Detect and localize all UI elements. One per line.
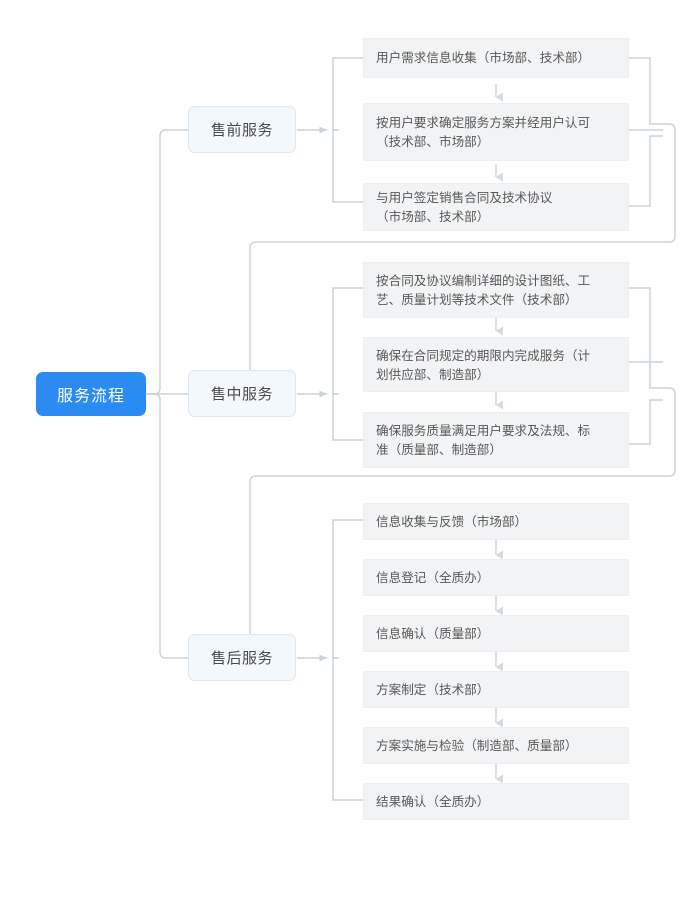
- right-bracket-pre-bottom: [629, 135, 663, 207]
- step-box-after-4[interactable]: 方案制定（技术部）: [363, 671, 629, 708]
- step-box-after-5[interactable]: 方案实施与检验（制造部、质量部）: [363, 727, 629, 764]
- category-label: 售后服务: [210, 649, 273, 667]
- category-label: 售前服务: [210, 121, 273, 139]
- step-box-in-2[interactable]: 确保在合同规定的期限内完成服务（计 划供应部、制造部）: [363, 337, 629, 392]
- bracket-after-1: [332, 519, 363, 659]
- step-box-pre-2[interactable]: 按用户要求确定服务方案并经用户认可 （技术部、市场部）: [363, 103, 629, 161]
- step-box-pre-3[interactable]: 与用户签定销售合同及技术协议 （市场部、技术部）: [363, 183, 629, 231]
- loop-in-to-after: [249, 387, 676, 652]
- step-label: 信息登记（全质办）: [376, 569, 490, 585]
- step-box-after-3[interactable]: 信息确认（质量部）: [363, 615, 629, 652]
- step-box-in-3[interactable]: 确保服务质量满足用户要求及法规、标 准（质量部、制造部）: [363, 412, 629, 468]
- bracket-in-1: [332, 287, 363, 395]
- step-box-after-6[interactable]: 结果确认（全质办）: [363, 783, 629, 820]
- step-box-in-1[interactable]: 按合同及协议编制详细的设计图纸、工 艺、质量计划等技术文件（技术部）: [363, 262, 629, 318]
- step-label: 确保服务质量满足用户要求及法规、标 准（质量部、制造部）: [376, 423, 591, 457]
- bracket-pre-3: [332, 130, 363, 203]
- bracket-pre-1: [332, 57, 363, 131]
- root-node-label: 服务流程: [56, 386, 125, 405]
- step-label: 信息收集与反馈（市场部）: [376, 513, 528, 529]
- step-label: 确保在合同规定的期限内完成服务（计 划供应部、制造部）: [376, 347, 591, 382]
- right-bracket-pre-top: [629, 57, 663, 125]
- bracket-in-3: [332, 394, 363, 441]
- step-label: 按合同及协议编制详细的设计图纸、工 艺、质量计划等技术文件（技术部）: [376, 273, 591, 307]
- step-label: 结果确认（全质办）: [376, 793, 490, 809]
- category-node-pre-sales[interactable]: 售前服务: [188, 106, 296, 153]
- loop-pre-to-in: [249, 123, 676, 388]
- category-node-in-sales[interactable]: 售中服务: [188, 370, 296, 417]
- step-label: 信息确认（质量部）: [376, 625, 490, 641]
- step-box-after-1[interactable]: 信息收集与反馈（市场部）: [363, 503, 629, 540]
- right-bracket-in-top: [629, 287, 663, 389]
- category-node-after-sales[interactable]: 售后服务: [188, 634, 296, 681]
- step-label: 按用户要求确定服务方案并经用户认可 （技术部、市场部）: [376, 115, 591, 149]
- step-label: 用户需求信息收集（市场部、技术部）: [376, 50, 591, 65]
- step-label: 方案实施与检验（制造部、质量部）: [376, 737, 578, 753]
- step-label: 与用户签定销售合同及技术协议 （市场部、技术部）: [376, 190, 553, 224]
- link-root-to-after-sales: [153, 393, 188, 659]
- bracket-after-6: [332, 658, 363, 801]
- step-box-pre-1[interactable]: 用户需求信息收集（市场部、技术部）: [363, 38, 629, 78]
- category-label: 售中服务: [210, 385, 273, 403]
- root-node[interactable]: 服务流程: [36, 372, 146, 416]
- step-label: 方案制定（技术部）: [376, 681, 490, 697]
- link-root-to-pre-sales: [146, 129, 188, 395]
- right-bracket-in-bottom: [629, 399, 663, 445]
- step-box-after-2[interactable]: 信息登记（全质办）: [363, 559, 629, 596]
